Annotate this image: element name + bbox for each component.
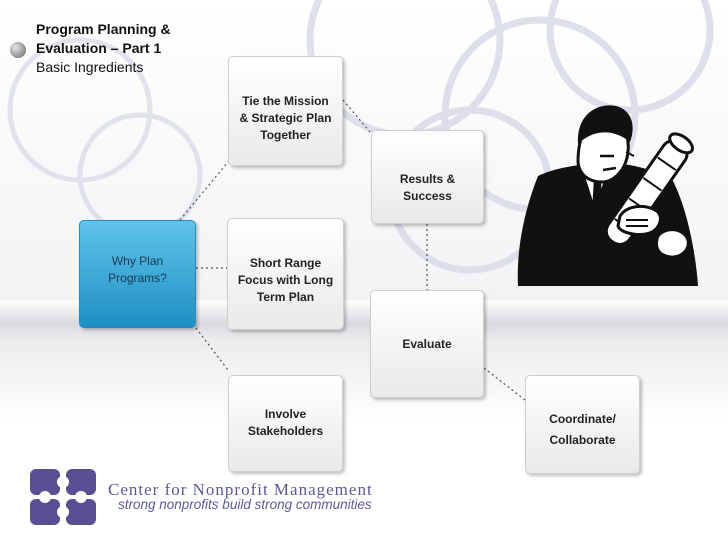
edge-mission-results: [342, 99, 371, 133]
title-line-1: Program Planning &: [36, 21, 171, 37]
org-name: Center for Nonprofit Management: [108, 480, 373, 499]
node-involve-stakeholders: Involve Stakeholders: [228, 375, 343, 472]
slide-title: Program Planning & Evaluation – Part 1 B…: [36, 20, 171, 77]
title-bullet-icon: [10, 42, 26, 58]
man-holding-blueprint-icon: [517, 105, 698, 286]
node-coordinate-collaborate: Coordinate/ Collaborate: [525, 375, 640, 474]
node-tie-mission: Tie the Mission & Strategic Plan Togethe…: [228, 56, 343, 166]
slide-subtitle: Basic Ingredients: [36, 59, 144, 75]
node-why-plan: Why Plan Programs?: [79, 220, 196, 328]
node-coordinate-collaborate-label: Coordinate/ Collaborate: [549, 412, 616, 447]
edge-why-mission: [179, 161, 229, 221]
node-short-range-label: Short Range Focus with Long Term Plan: [237, 256, 334, 304]
node-why-plan-label: Why Plan Programs?: [108, 254, 167, 285]
puzzle-logo-icon: [30, 469, 96, 525]
node-short-range: Short Range Focus with Long Term Plan: [227, 218, 344, 330]
edge-why-stakeholders: [195, 327, 229, 371]
node-involve-stakeholders-label: Involve Stakeholders: [247, 407, 324, 438]
node-tie-mission-label: Tie the Mission & Strategic Plan Togethe…: [239, 94, 332, 142]
node-results-success-label: Results & Success: [399, 172, 456, 203]
edge-evaluate-coordinate: [483, 367, 526, 401]
node-evaluate-label: Evaluate: [402, 337, 452, 351]
org-tagline: strong nonprofits build strong communiti…: [118, 497, 372, 512]
node-evaluate: Evaluate: [370, 290, 484, 398]
title-line-2: Evaluation – Part 1: [36, 40, 162, 56]
node-results-success: Results & Success: [371, 130, 484, 224]
